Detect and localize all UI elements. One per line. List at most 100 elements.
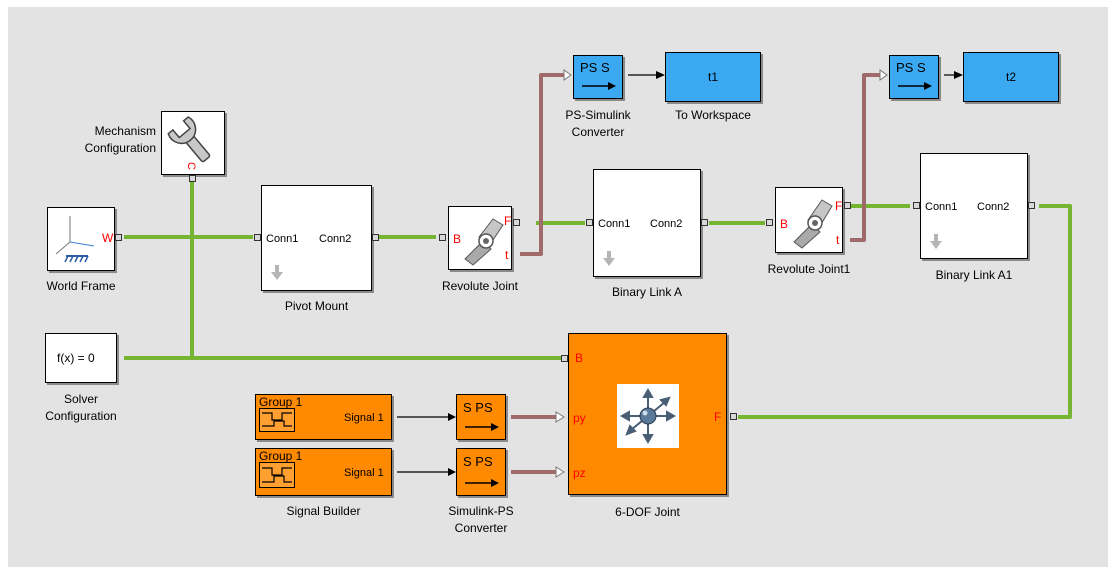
ps-simulink-converter-1[interactable]: PS S [573, 55, 623, 99]
to-workspace-label: To Workspace [675, 108, 751, 122]
revolute1-f-port[interactable] [844, 202, 851, 209]
world-frame-block[interactable]: W [47, 207, 115, 271]
six-dof-icon [619, 387, 677, 445]
solver-expression: f(x) = 0 [57, 351, 95, 365]
linkA1-conn1-port[interactable] [913, 202, 920, 209]
signal-graph-icon [259, 462, 295, 488]
s-ps-text-2: S PS [463, 454, 493, 469]
world-frame-port-w: W [102, 231, 114, 245]
revolute1-port-b: B [780, 217, 789, 231]
signal-builder-group-1: Group 1 [259, 395, 303, 409]
pivot-conn1-port[interactable] [254, 234, 261, 241]
world-frame-port[interactable] [115, 234, 122, 241]
pivot-arrow-stem [275, 265, 279, 272]
down-arrow-icon [930, 241, 942, 249]
to-workspace-block-1[interactable]: t1 [665, 52, 761, 102]
signal-builder-label: Signal Builder [286, 504, 361, 518]
binary-link-a-label: Binary Link A [611, 285, 683, 299]
revolute1-b-port[interactable] [766, 219, 773, 226]
revolute-port-b: B [453, 232, 462, 246]
revolute-f-port[interactable] [513, 219, 520, 226]
simulink-ps-label-1: Simulink-PS [448, 504, 514, 518]
simulink-ps-converter-1[interactable]: S PS [456, 394, 506, 440]
simulink-ps-converter-2[interactable]: S PS [456, 448, 506, 496]
down-arrow-icon [271, 272, 283, 280]
linkA-conn2-label: Conn2 [650, 218, 683, 230]
revolute-joint-icon [464, 218, 504, 266]
arrow-right-icon [582, 82, 616, 90]
revolute-joint-label: Revolute Joint [441, 279, 519, 293]
six-dof-icon-panel [617, 384, 679, 448]
wrench-icon [167, 116, 211, 163]
linkA-conn2-port[interactable] [701, 219, 708, 226]
revolute-joint-block[interactable]: B F t [448, 206, 512, 270]
signal-graph-icon [259, 408, 295, 432]
ps-s-text-1: PS S [580, 60, 610, 75]
solver-configuration-block[interactable]: f(x) = 0 [45, 333, 117, 383]
binary-link-a-block[interactable]: Conn1 Conn2 [593, 169, 701, 277]
six-dof-port-b: B [575, 351, 584, 365]
mechanism-port-c: C [184, 162, 197, 170]
frame-axes-icon [55, 216, 95, 263]
mechanism-port[interactable] [189, 175, 196, 182]
mechanism-config-label-2: Configuration [84, 141, 156, 155]
arrow-right-icon [465, 423, 499, 431]
six-dof-joint-block[interactable]: B py pz F [568, 333, 727, 495]
solver-port[interactable] [117, 355, 122, 360]
wire-linkA1-to-6dof [738, 204, 1072, 419]
signal-wave-icon [262, 467, 292, 483]
revolute-port-t: t [505, 248, 509, 262]
arrow-right-icon [898, 82, 932, 90]
solver-config-label-2: Configuration [45, 409, 117, 423]
signal-wave-icon [262, 412, 292, 427]
s-ps-text-1: S PS [463, 400, 493, 415]
mechanism-configuration-block[interactable]: C [161, 111, 225, 175]
ps-simulink-label-2: Converter [571, 125, 625, 139]
wire-revolute-t-to-ps1 [520, 73, 564, 256]
workspace-var-t1: t1 [707, 70, 718, 84]
linkA1-conn1-label: Conn1 [925, 201, 958, 213]
simulink-ps-label-2: Converter [454, 521, 508, 535]
ps-s-text-2: PS S [896, 60, 926, 75]
revolute-b-port[interactable] [439, 234, 446, 241]
six-dof-b-port[interactable] [561, 355, 568, 362]
workspace-var-t2: t2 [1005, 70, 1016, 84]
mechanism-config-label-1: Mechanism [94, 124, 156, 138]
linkA-arrow-stem [607, 251, 611, 258]
six-dof-port-f: F [714, 410, 722, 424]
linkA-conn1-port[interactable] [586, 219, 593, 226]
ps-simulink-label-1: PS-Simulink [565, 108, 631, 122]
signal-builder-group-2: Group 1 [259, 449, 303, 463]
binary-link-a1-block[interactable]: Conn1 Conn2 [920, 153, 1028, 259]
signal-builder-block-1[interactable]: Group 1 Signal 1 [255, 394, 392, 440]
model-canvas[interactable]: C Mechanism Configuration W World Frame … [8, 7, 1108, 567]
revolute1-port-f: F [835, 199, 843, 213]
ps-simulink-converter-2[interactable]: PS S [889, 55, 939, 99]
six-dof-joint-label: 6-DOF Joint [615, 505, 680, 519]
signal-builder-signal-2: Signal 1 [344, 467, 384, 479]
six-dof-port-py: py [573, 411, 586, 425]
connection-lines [124, 69, 1072, 478]
revolute-joint1-block[interactable]: B F t [775, 187, 843, 253]
linkA1-arrow-stem [934, 234, 938, 241]
six-dof-port-pz: pz [573, 466, 586, 480]
arrow-right-icon [465, 479, 499, 487]
pivot-conn2-label: Conn2 [319, 233, 352, 245]
revolute-port-f: F [504, 214, 512, 228]
revolute1-port-t: t [836, 233, 840, 247]
pivot-mount-label: Pivot Mount [284, 299, 349, 313]
solver-config-label-1: Solver [63, 392, 98, 406]
signal-builder-signal-1: Signal 1 [344, 412, 384, 424]
linkA1-conn2-port[interactable] [1028, 202, 1035, 209]
pivot-conn2-port[interactable] [372, 234, 379, 241]
linkA-conn1-label: Conn1 [598, 218, 631, 230]
wire-revolute1-t-to-ps2 [850, 73, 880, 242]
six-dof-f-port[interactable] [730, 413, 737, 420]
signal-builder-block-2[interactable]: Group 1 Signal 1 [255, 448, 392, 496]
revolute-joint-icon [793, 199, 833, 249]
linkA1-conn2-label: Conn2 [977, 201, 1010, 213]
pivot-conn1-label: Conn1 [266, 233, 299, 245]
binary-link-a1-label: Binary Link A1 [935, 268, 1013, 282]
pivot-mount-block[interactable]: Conn1 Conn2 [261, 185, 372, 291]
to-workspace-block-2[interactable]: t2 [963, 52, 1059, 102]
